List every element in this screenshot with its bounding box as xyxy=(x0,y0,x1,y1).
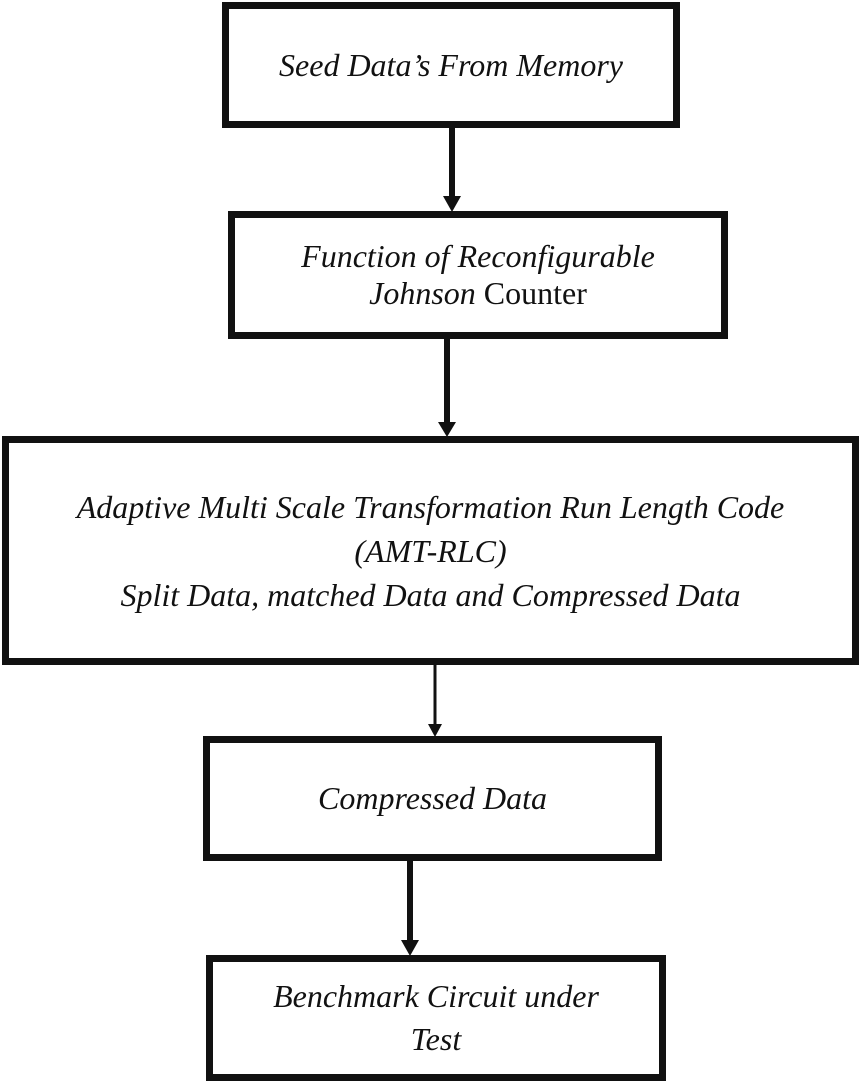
amt-rlc-acronym: (AMT-RLC) xyxy=(354,532,507,569)
arrow-seed-to-johnson xyxy=(443,128,461,212)
arrow-johnson-to-amtrlc xyxy=(438,339,456,437)
benchmark-line-1: Benchmark Circuit under xyxy=(273,975,599,1018)
seed-data-box: Seed Data’s From Memory xyxy=(222,2,680,128)
johnson-word: Johnson xyxy=(369,275,476,311)
counter-word: Counter xyxy=(475,275,587,311)
johnson-counter-line-1: Function of Reconfigurable xyxy=(301,238,655,275)
seed-data-line-1: Seed Data’s From Memory xyxy=(279,47,623,84)
johnson-counter-line-2: Johnson Counter xyxy=(369,275,587,312)
benchmark-circuit-box: Benchmark Circuit under Test xyxy=(206,955,666,1081)
amt-rlc-title: Adaptive Multi Scale Transformation Run … xyxy=(76,488,785,525)
compressed-data-text: Compressed Data xyxy=(317,780,548,816)
johnson-counter-box: Function of Reconfigurable Johnson Count… xyxy=(228,211,728,339)
compressed-data-box: Compressed Data xyxy=(203,736,662,861)
compressed-data-line-1: Compressed Data xyxy=(318,780,547,817)
amt-rlc-line-1: Adaptive Multi Scale Transformation Run … xyxy=(77,485,785,529)
amt-rlc-line-2: (AMT-RLC) xyxy=(354,529,506,573)
arrow-amtrlc-to-comp xyxy=(428,665,442,737)
amt-rlc-line-3: Split Data, matched Data and Compressed … xyxy=(120,573,740,617)
amt-rlc-subtitle: Split Data, matched Data and Compressed … xyxy=(120,576,741,613)
arrow-comp-to-bench xyxy=(401,861,419,956)
johnson-counter-text-1: Function of Reconfigurable xyxy=(301,238,655,274)
benchmark-text-2: Test xyxy=(410,1021,462,1057)
seed-data-text: Seed Data’s From Memory xyxy=(279,46,623,83)
amt-rlc-box: Adaptive Multi Scale Transformation Run … xyxy=(2,436,859,665)
benchmark-line-2: Test xyxy=(411,1018,461,1061)
benchmark-text-1: Benchmark Circuit under xyxy=(273,978,599,1014)
